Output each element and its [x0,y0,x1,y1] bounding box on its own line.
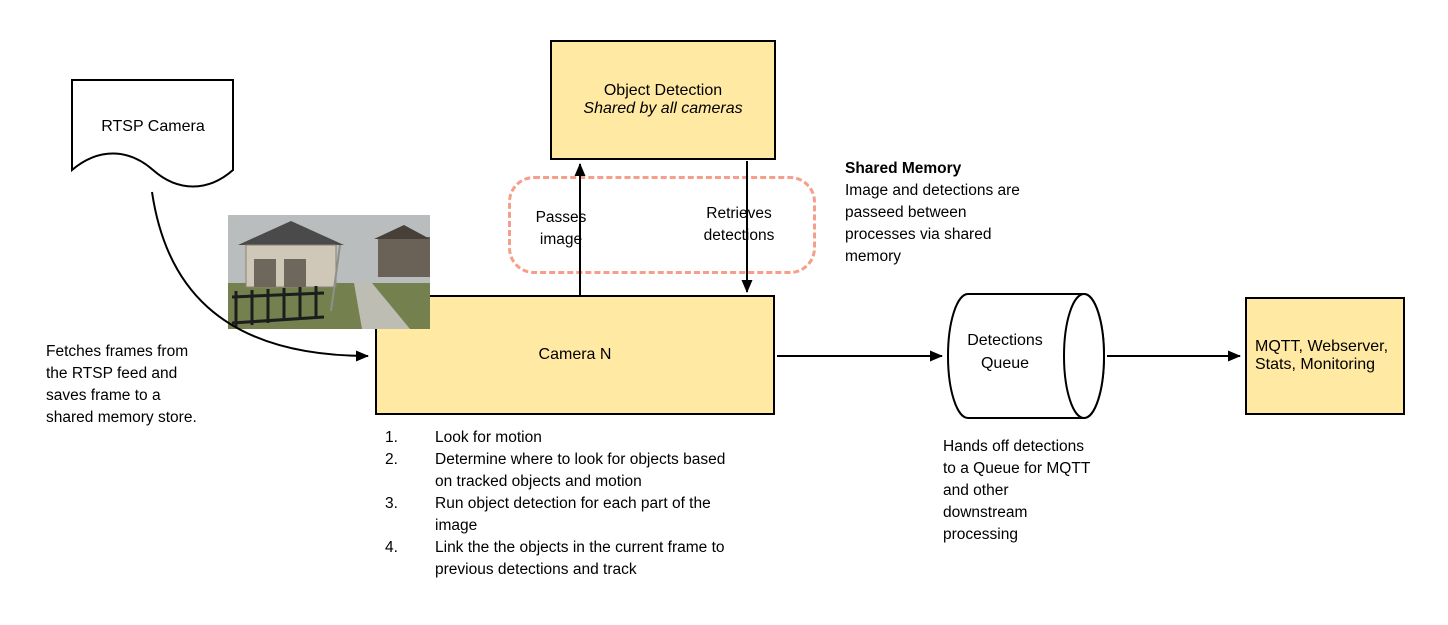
camera-step-1: Look for motion [435,429,542,446]
passes-image-label: Passes image [535,209,587,248]
camera-steps-list: Look for motion Determine where to look … [385,427,757,581]
queue-note: Hands off detections to a Queue for MQTT… [943,438,1091,543]
object-detection-title: Object Detection [603,82,723,99]
retrieves-detections-label: Retrieves detections [703,205,775,244]
camera-snapshot [228,215,430,329]
shared-memory-note-title: Shared Memory [845,160,962,177]
camera-step-4: Link the the objects in the current fram… [435,539,725,578]
fetch-note: Fetches frames from the RTSP feed and sa… [46,343,197,426]
outputs-label: MQTT, Webserver, Stats, Monitoring [1255,338,1389,373]
rtsp-camera-label: RTSP Camera [101,118,205,135]
shared-memory-boundary [508,176,816,274]
shared-memory-note: Shared Memory Image and detections are p… [845,158,1027,268]
camera-step-3: Run object detection for each part of th… [435,495,711,534]
camera-step-2: Determine where to look for objects base… [435,451,726,490]
outputs-box: MQTT, Webserver, Stats, Monitoring [1245,297,1405,415]
detections-queue-shape [947,293,1105,419]
shared-memory-note-body: Image and detections are passeed between… [845,182,1020,265]
object-detection-box: Object Detection Shared by all cameras [550,40,776,160]
camera-n-box: Camera N [375,295,775,415]
camera-n-label: Camera N [538,346,612,363]
object-detection-subtitle: Shared by all cameras [583,100,743,117]
rtsp-camera-shape [71,79,234,188]
detections-queue-label: Detections Queue [967,332,1043,372]
